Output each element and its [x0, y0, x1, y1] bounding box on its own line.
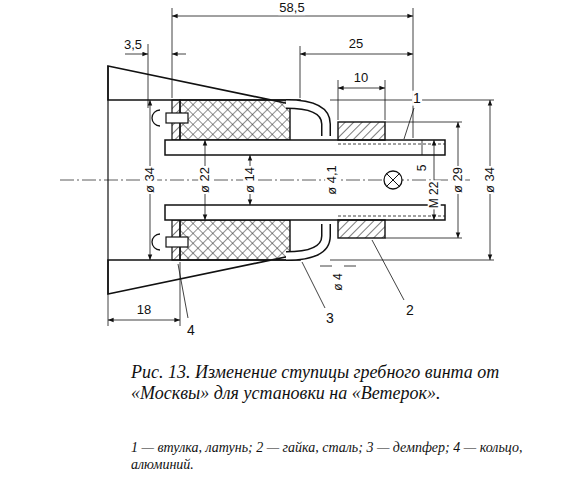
parts-list: 1 — втулка, латунь; 2 — гайка, сталь; 3 …: [130, 440, 532, 474]
callout-number: 4: [186, 323, 196, 338]
dimension-text: 3,5: [123, 38, 143, 52]
figure-caption: Рис. 13. Изменение ступицы гребного винт…: [130, 362, 532, 403]
damper: [180, 100, 290, 140]
bushing: [165, 205, 445, 220]
pin-hole: [384, 171, 402, 189]
center-line: [60, 180, 470, 181]
dimension-text: ø 4,1: [325, 164, 339, 196]
damper-arm: [286, 224, 326, 256]
dimension-text: ø 4: [332, 272, 345, 291]
dimension-text: ø 34: [143, 166, 157, 194]
callout-number: 2: [405, 303, 415, 318]
damper-arm: [286, 224, 326, 256]
dimension-text: ø 29: [451, 166, 465, 194]
dimension-text: M 22: [428, 181, 441, 210]
dimension-text: 25: [348, 37, 364, 51]
thread: [338, 216, 445, 217]
pin-hole: [386, 173, 400, 187]
dimension-lines: [108, 8, 494, 326]
damper: [180, 220, 290, 260]
damper-arm: [286, 104, 326, 136]
screw: [166, 113, 188, 123]
hub-edge: [107, 66, 108, 294]
dimension-text: 10: [353, 71, 369, 85]
nut: [338, 220, 385, 238]
screw: [166, 237, 188, 247]
dimension-text: 18: [136, 303, 152, 317]
nut: [338, 122, 385, 140]
dimension-text: 58,5: [278, 1, 305, 15]
pin-hole: [386, 173, 400, 187]
thread: [338, 144, 445, 145]
ball: [152, 110, 160, 126]
dimension-text: ø 34: [483, 166, 497, 194]
dimension-text: ø 22: [198, 166, 212, 194]
ball: [152, 234, 160, 250]
bushing: [165, 140, 445, 155]
callout-number: 1: [412, 91, 422, 106]
dimension-text: ø 14: [243, 166, 257, 194]
dimension-text: 5: [416, 164, 429, 173]
damper-arm: [286, 104, 326, 136]
callout-number: 3: [325, 311, 335, 326]
